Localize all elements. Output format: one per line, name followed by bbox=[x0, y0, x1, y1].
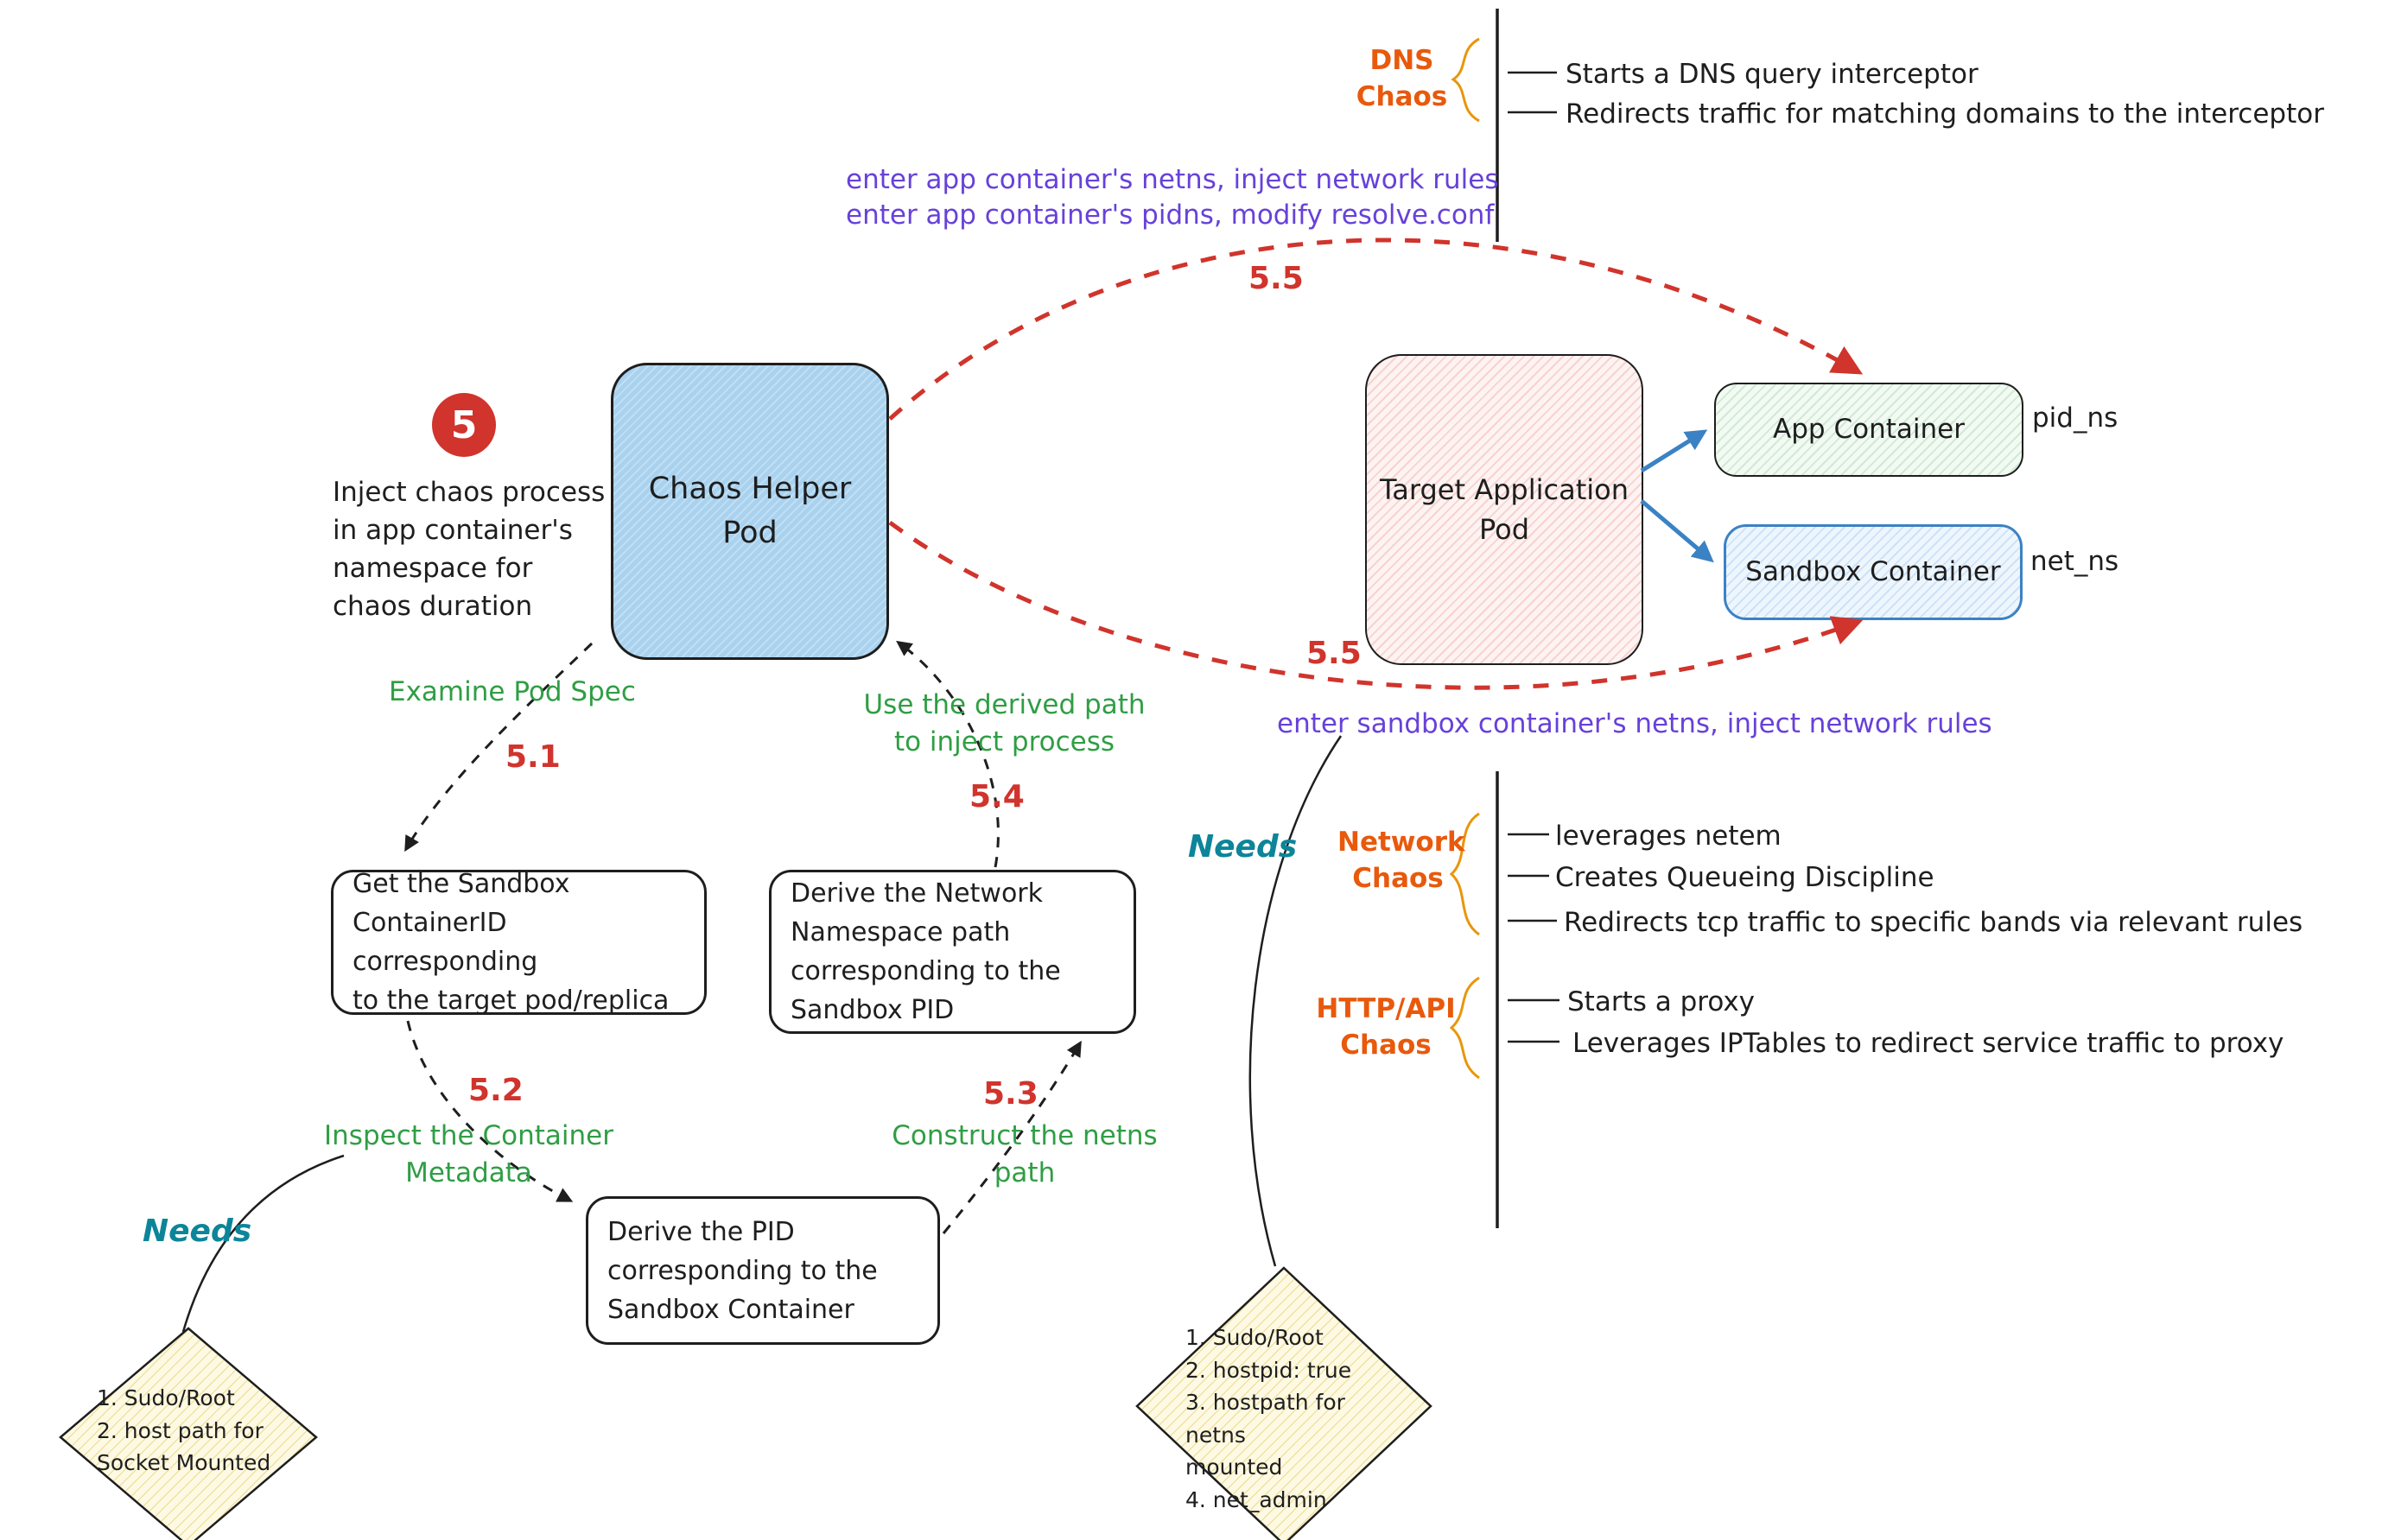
bullet-dns-1: Starts a DNS query interceptor bbox=[1566, 59, 1979, 90]
bullet-http-2: Leverages IPTables to redirect service t… bbox=[1572, 1028, 2284, 1059]
bullet-network-3: Redirects tcp traffic to specific bands … bbox=[1564, 907, 2303, 938]
annotation-app-netns: enter app container's netns, inject netw… bbox=[846, 164, 1499, 195]
edge-label-inspect-metadata: Inspect the Container Metadata bbox=[324, 1120, 613, 1189]
node-get-sandbox-containerid: Get the Sandbox ContainerID correspondin… bbox=[331, 869, 707, 1016]
bullet-network-1: leverages netem bbox=[1555, 821, 1782, 852]
step-5-5-bottom: 5.5 bbox=[1306, 636, 1362, 671]
annotation-sandbox-netns: enter sandbox container's netns, inject … bbox=[1277, 708, 1992, 739]
node-target-application-pod: Target Application Pod bbox=[1365, 354, 1643, 665]
needs-label-left: Needs bbox=[143, 1214, 252, 1249]
edge-target-to-sandbox-container bbox=[1640, 499, 1714, 563]
step-5-2: 5.2 bbox=[468, 1073, 524, 1108]
step-5-4: 5.4 bbox=[969, 779, 1025, 814]
needs-label-right: Needs bbox=[1188, 829, 1298, 865]
node-sandbox-container: Sandbox Container bbox=[1724, 524, 2023, 620]
brace-dns-chaos bbox=[1451, 37, 1480, 123]
edge-target-to-app-container bbox=[1640, 429, 1708, 473]
step-5-1: 5.1 bbox=[505, 739, 561, 775]
label-http-api-chaos: HTTP/API Chaos bbox=[1316, 993, 1456, 1061]
needs-items-right: 1. Sudo/Root 2. hostpid: true 3. hostpat… bbox=[1185, 1325, 1352, 1512]
annotation-app-pidns: enter app container's pidns, modify reso… bbox=[846, 200, 1495, 231]
step-badge: 5 bbox=[432, 393, 496, 457]
edge-label-examine-pod-spec: Examine Pod Spec bbox=[389, 676, 636, 707]
bullet-network-2: Creates Queueing Discipline bbox=[1555, 862, 1934, 893]
edge-label-construct-netns: Construct the netns path bbox=[892, 1120, 1158, 1189]
step-description: Inject chaos process in app container's … bbox=[333, 477, 606, 623]
node-chaos-helper-pod: Chaos Helper Pod bbox=[611, 363, 889, 660]
bullet-http-1: Starts a proxy bbox=[1567, 986, 1756, 1017]
needs-items-left: 1. Sudo/Root 2. host path for Socket Mou… bbox=[97, 1385, 271, 1475]
label-net-ns: net_ns bbox=[2030, 546, 2119, 577]
label-network-chaos: Network Chaos bbox=[1337, 827, 1465, 894]
step-5-3: 5.3 bbox=[983, 1076, 1039, 1112]
step-5-5-top: 5.5 bbox=[1248, 261, 1304, 296]
bullet-dns-2: Redirects traffic for matching domains t… bbox=[1566, 98, 2324, 130]
label-dns-chaos: DNS Chaos bbox=[1356, 45, 1448, 112]
node-derive-pid: Derive the PID corresponding to the Sand… bbox=[586, 1196, 940, 1345]
edge-label-use-derived-path: Use the derived path to inject process bbox=[863, 689, 1146, 758]
label-pid-ns: pid_ns bbox=[2032, 402, 2118, 434]
node-app-container: App Container bbox=[1714, 383, 2023, 477]
node-derive-netns-path: Derive the Network Namespace path corres… bbox=[769, 870, 1136, 1034]
